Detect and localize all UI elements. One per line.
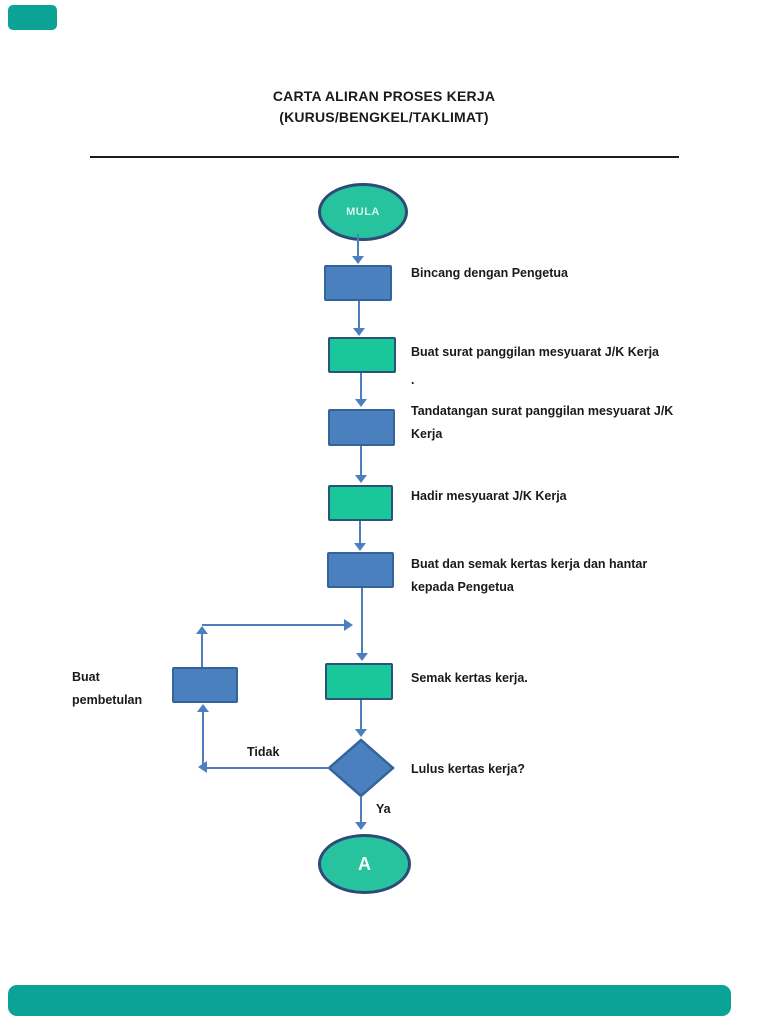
page-title-line2: (KURUS/BENGKEL/TAKLIMAT) xyxy=(279,109,489,125)
correction-label-line1: Buat xyxy=(72,670,100,684)
arrowhead-right xyxy=(344,619,353,631)
step3-label-line1: Tandatangan surat panggilan mesyuarat J/… xyxy=(411,404,674,418)
adjacent-page-edge-bottom xyxy=(8,985,731,1016)
arrowhead-down xyxy=(356,653,368,661)
connector-line xyxy=(359,521,361,544)
step4-box xyxy=(328,485,393,521)
connector-line xyxy=(360,446,362,476)
arrowhead-down xyxy=(355,399,367,407)
step6-label: Semak kertas kerja. xyxy=(411,671,528,685)
connector-line xyxy=(361,588,363,654)
start-node: MULA xyxy=(318,183,408,241)
step2-note: . xyxy=(411,373,415,387)
arrowhead-up xyxy=(197,704,209,712)
step1-box xyxy=(324,265,392,301)
start-node-label: MULA xyxy=(346,206,380,218)
adjacent-page-edge-top xyxy=(8,5,57,30)
connector-line xyxy=(360,796,362,823)
no-branch-label: Tidak xyxy=(247,745,280,759)
yes-branch-label: Ya xyxy=(376,802,391,816)
step2-label: Buat surat panggilan mesyuarat J/K Kerja xyxy=(411,345,659,359)
connector-line xyxy=(357,234,359,257)
decision-label: Lulus kertas kerja? xyxy=(411,762,525,776)
step6-box xyxy=(325,663,393,700)
connector-line xyxy=(360,373,362,400)
decision-diamond-shape xyxy=(327,738,395,798)
step4-label: Hadir mesyuarat J/K Kerja xyxy=(411,489,567,503)
connector-line xyxy=(358,301,360,329)
arrowhead-down xyxy=(355,822,367,830)
correction-label: Buat pembetulan xyxy=(72,666,142,712)
step1-label: Bincang dengan Pengetua xyxy=(411,266,568,280)
arrowhead-left xyxy=(198,761,207,773)
connector-line xyxy=(202,624,344,626)
end-node-label: A xyxy=(358,853,371,874)
step3-label: Tandatangan surat panggilan mesyuarat J/… xyxy=(411,400,673,446)
correction-box xyxy=(172,667,238,703)
arrowhead-down xyxy=(355,729,367,737)
arrowhead-up xyxy=(196,626,208,634)
step5-label-line1: Buat dan semak kertas kerja dan hantar xyxy=(411,557,648,571)
decision-diamond xyxy=(327,738,395,798)
correction-label-line2: pembetulan xyxy=(72,693,143,707)
step5-label-line2: kepada Pengetua xyxy=(411,580,514,594)
connector-line xyxy=(207,767,329,769)
page-title-line1: CARTA ALIRAN PROSES KERJA xyxy=(272,88,496,104)
page-title: CARTA ALIRAN PROSES KERJA (KURUS/BENGKEL… xyxy=(0,86,768,128)
step3-label-line2: Kerja xyxy=(411,427,443,441)
step5-box xyxy=(327,552,394,588)
step5-label: Buat dan semak kertas kerja dan hantar k… xyxy=(411,553,647,599)
arrowhead-down xyxy=(355,475,367,483)
end-node: A xyxy=(318,834,411,894)
connector-line xyxy=(360,700,362,730)
divider-line xyxy=(90,156,679,158)
arrowhead-down xyxy=(352,256,364,264)
arrowhead-down xyxy=(353,328,365,336)
connector-line xyxy=(201,634,203,667)
step3-box xyxy=(328,409,395,446)
connector-line xyxy=(202,712,204,768)
arrowhead-down xyxy=(354,543,366,551)
step2-box xyxy=(328,337,396,373)
